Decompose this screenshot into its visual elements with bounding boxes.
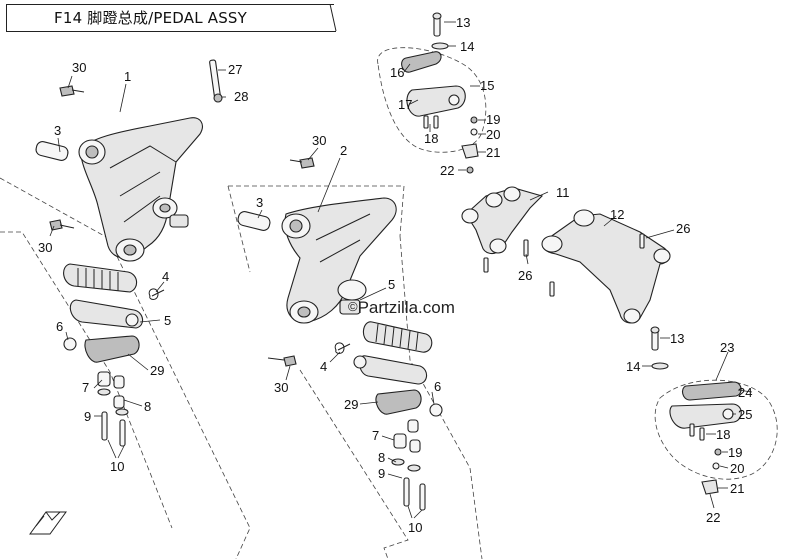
upper-right-rubber-16 — [401, 51, 442, 73]
callout-29-b: 29 — [344, 397, 358, 412]
diagram-title: F14 脚蹬总成/PEDAL ASSY — [54, 9, 247, 27]
callout-14-top: 14 — [460, 39, 474, 54]
callout-5-a: 5 — [164, 313, 171, 328]
center-footpeg — [362, 321, 433, 353]
left-small-hardware — [63, 337, 129, 447]
callout-6-b: 6 — [434, 379, 441, 394]
callout-20-top: 20 — [486, 127, 500, 142]
callout-13-mid: 13 — [670, 331, 684, 346]
callout-2: 2 — [340, 143, 347, 158]
callout-22-bot: 22 — [706, 510, 720, 525]
center-spring — [334, 342, 351, 354]
lower-right-hardware — [689, 423, 722, 495]
callout-1: 1 — [124, 69, 131, 84]
upper-right-hardware — [461, 116, 479, 174]
callout-30-b: 30 — [38, 240, 52, 255]
title-frame-corner — [318, 4, 337, 32]
callout-30-a: 30 — [72, 60, 86, 75]
passenger-bracket-11 — [461, 186, 544, 273]
callout-23: 23 — [720, 340, 734, 355]
callout-28: 28 — [234, 89, 248, 104]
callout-7-a: 7 — [82, 380, 89, 395]
callout-labels: 13 14 16 15 17 19 18 20 21 22 11 12 26 2… — [38, 15, 752, 535]
left-peg-base — [69, 299, 144, 329]
left-rod-27-28 — [209, 59, 223, 103]
callout-17: 17 — [398, 97, 412, 112]
callout-18-bot: 18 — [716, 427, 730, 442]
center-small-hardware — [391, 403, 443, 511]
callout-22-top: 22 — [440, 163, 454, 178]
left-lower-bolt — [49, 219, 75, 231]
callout-19-top: 19 — [486, 112, 500, 127]
left-upper-bolt — [59, 85, 85, 97]
callout-19-bot: 19 — [728, 445, 742, 460]
callout-26-a: 26 — [676, 221, 690, 236]
callout-14-mid: 14 — [626, 359, 640, 374]
callout-6-a: 6 — [56, 319, 63, 334]
leader-lines — [49, 21, 753, 519]
callout-3-b: 3 — [256, 195, 263, 210]
callout-4-b: 4 — [320, 359, 327, 374]
callout-20-bot: 20 — [730, 461, 744, 476]
center-rubber-pad — [375, 389, 422, 415]
lower-right-peg-25 — [669, 403, 742, 429]
callout-18-top: 18 — [424, 131, 438, 146]
callout-10-b: 10 — [408, 520, 422, 535]
callout-13-top: 13 — [456, 15, 470, 30]
callout-7-b: 7 — [372, 428, 379, 443]
callout-12: 12 — [610, 207, 624, 222]
callout-16: 16 — [390, 65, 404, 80]
callout-29-a: 29 — [150, 363, 164, 378]
callout-5-b: 5 — [388, 277, 395, 292]
copyright-symbol: © — [348, 299, 358, 314]
assembly-outline-left — [0, 177, 251, 559]
center-lower-bolt — [267, 355, 297, 367]
assembly-outline-lower-right — [654, 379, 778, 480]
center-pivot-pin — [237, 211, 271, 231]
callout-15: 15 — [480, 78, 494, 93]
callout-3-a: 3 — [54, 123, 61, 138]
left-pivot-pin — [35, 141, 69, 161]
callout-9-a: 9 — [84, 409, 91, 424]
callout-27: 27 — [228, 62, 242, 77]
upper-right-small-bolt — [431, 12, 449, 50]
upper-right-peg-17 — [406, 85, 466, 129]
callout-10-a: 10 — [110, 459, 124, 474]
left-footpeg — [63, 263, 138, 293]
watermark-text: Partzilla.com — [357, 298, 455, 317]
left-rubber-pad — [84, 335, 140, 363]
center-upper-bolt — [289, 157, 315, 169]
callout-30-d: 30 — [274, 380, 288, 395]
lower-right-rubber-24 — [681, 381, 742, 401]
assembly-outline-upper-right — [377, 47, 487, 153]
callout-8-a: 8 — [144, 399, 151, 414]
watermark: ©Partzilla.com — [348, 298, 455, 318]
right-mid-bolt-13-14 — [650, 326, 669, 370]
callout-9-b: 9 — [378, 466, 385, 481]
callout-11: 11 — [556, 185, 570, 200]
orientation-arrow-icon — [29, 511, 67, 535]
left-spring — [148, 288, 165, 300]
center-footrest-bracket — [281, 197, 397, 324]
callout-25: 25 — [738, 407, 752, 422]
callout-21-bot: 21 — [730, 481, 744, 496]
passenger-bracket-12 — [541, 209, 671, 324]
title-frame — [6, 4, 334, 32]
callout-8-b: 8 — [378, 450, 385, 465]
callout-26-b: 26 — [518, 268, 532, 283]
callout-24: 24 — [738, 385, 752, 400]
callout-30-c: 30 — [312, 133, 326, 148]
center-peg-base — [353, 355, 428, 385]
callout-21-top: 21 — [486, 145, 500, 160]
callout-4-a: 4 — [162, 269, 169, 284]
left-footrest-bracket — [78, 117, 203, 262]
